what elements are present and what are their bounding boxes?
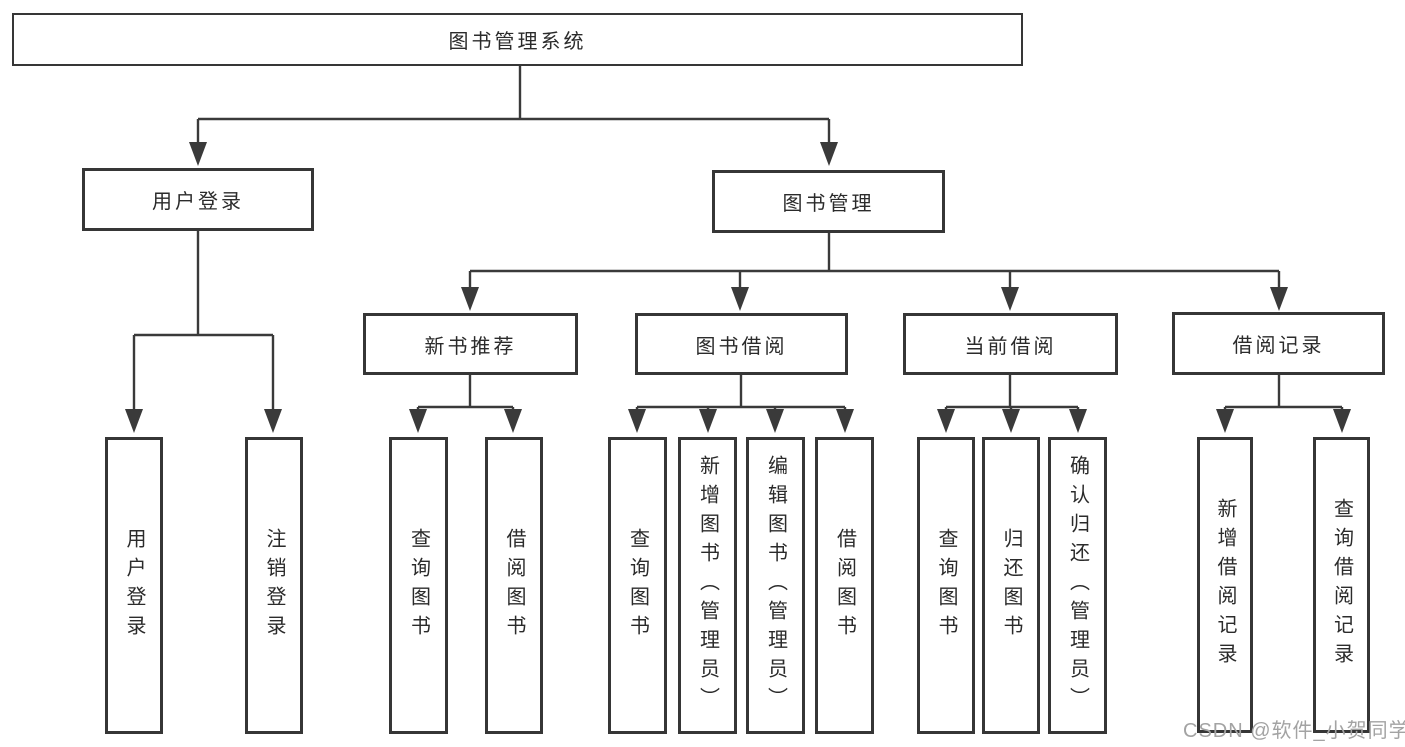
arrowhead-icon [1002,409,1020,433]
node-user-login: 用户登录 [82,168,314,231]
leaf-borrow-books-recommend: 借阅图书 [485,437,543,734]
arrowhead-icon [937,409,955,433]
node-label: 查询图书 [407,527,430,644]
node-label: 归还图书 [1000,527,1022,644]
connector-edges [132,66,1344,411]
leaf-confirm-return-admin: 确认归还（管理员） [1048,437,1107,734]
node-label: 新增借阅记录 [1214,498,1236,672]
leaf-borrow-books: 借阅图书 [815,437,874,734]
leaf-query-borrow-record: 查询借阅记录 [1313,437,1370,733]
node-label: 图书管理系统 [448,31,587,53]
arrowhead-icon [264,409,282,433]
node-borrowing-records: 借阅记录 [1172,312,1385,375]
arrowhead-icon [504,409,522,433]
node-label: 查询图书 [626,527,649,644]
node-label: 借阅图书 [503,527,525,644]
arrowhead-icon [409,409,427,433]
leaf-query-books-recommend: 查询图书 [389,437,448,734]
node-label: 用户登录 [152,191,244,213]
leaf-query-books-current: 查询图书 [917,437,975,734]
arrowhead-icon [1333,409,1351,433]
node-label: 借阅图书 [833,527,856,644]
csdn-watermark: CSDN @软件_小贺同学 [1183,720,1405,742]
arrowhead-icon [125,409,143,433]
node-label: 新书推荐 [424,335,517,358]
leaf-add-borrow-record: 新增借阅记录 [1197,437,1253,733]
arrowhead-icon [1001,287,1019,311]
node-label: 新增图书（管理员） [696,455,719,716]
leaf-logout: 注销登录 [245,437,303,734]
leaf-return-book: 归还图书 [982,437,1040,734]
arrowhead-icon [820,142,838,166]
node-book-borrowing: 图书借阅 [635,313,848,375]
arrowhead-icons [125,142,1351,433]
leaf-edit-book-admin: 编辑图书（管理员） [746,437,805,734]
node-label: 确认归还（管理员） [1066,455,1089,716]
node-label: 用户登录 [123,527,145,644]
node-new-book-recommendation: 新书推荐 [363,313,578,375]
leaf-add-book-admin: 新增图书（管理员） [678,437,737,734]
arrowhead-icon [699,409,717,433]
arrowhead-icon [1069,409,1087,433]
node-library-system: 图书管理系统 [12,13,1023,66]
node-label: 图书借阅 [695,335,788,358]
leaf-user-login: 用户登录 [105,437,163,734]
arrowhead-icon [1216,409,1234,433]
arrowhead-icon [1270,287,1288,311]
arrowhead-icon [628,409,646,433]
arrowhead-icon [836,409,854,433]
arrowhead-icon [461,287,479,311]
leaf-query-books-borrow: 查询图书 [608,437,667,734]
arrowhead-icon [766,409,784,433]
node-label: 借阅记录 [1232,335,1325,357]
node-label: 查询借阅记录 [1330,498,1353,672]
node-label: 图书管理 [782,193,875,215]
arrowhead-icon [189,142,207,166]
node-label: 查询图书 [935,527,957,644]
node-label: 注销登录 [263,527,285,644]
node-book-management: 图书管理 [712,170,945,233]
node-current-borrowing: 当前借阅 [903,313,1118,375]
arrowhead-icon [731,287,749,311]
node-label: 编辑图书（管理员） [764,455,787,716]
node-label: 当前借阅 [964,335,1057,358]
